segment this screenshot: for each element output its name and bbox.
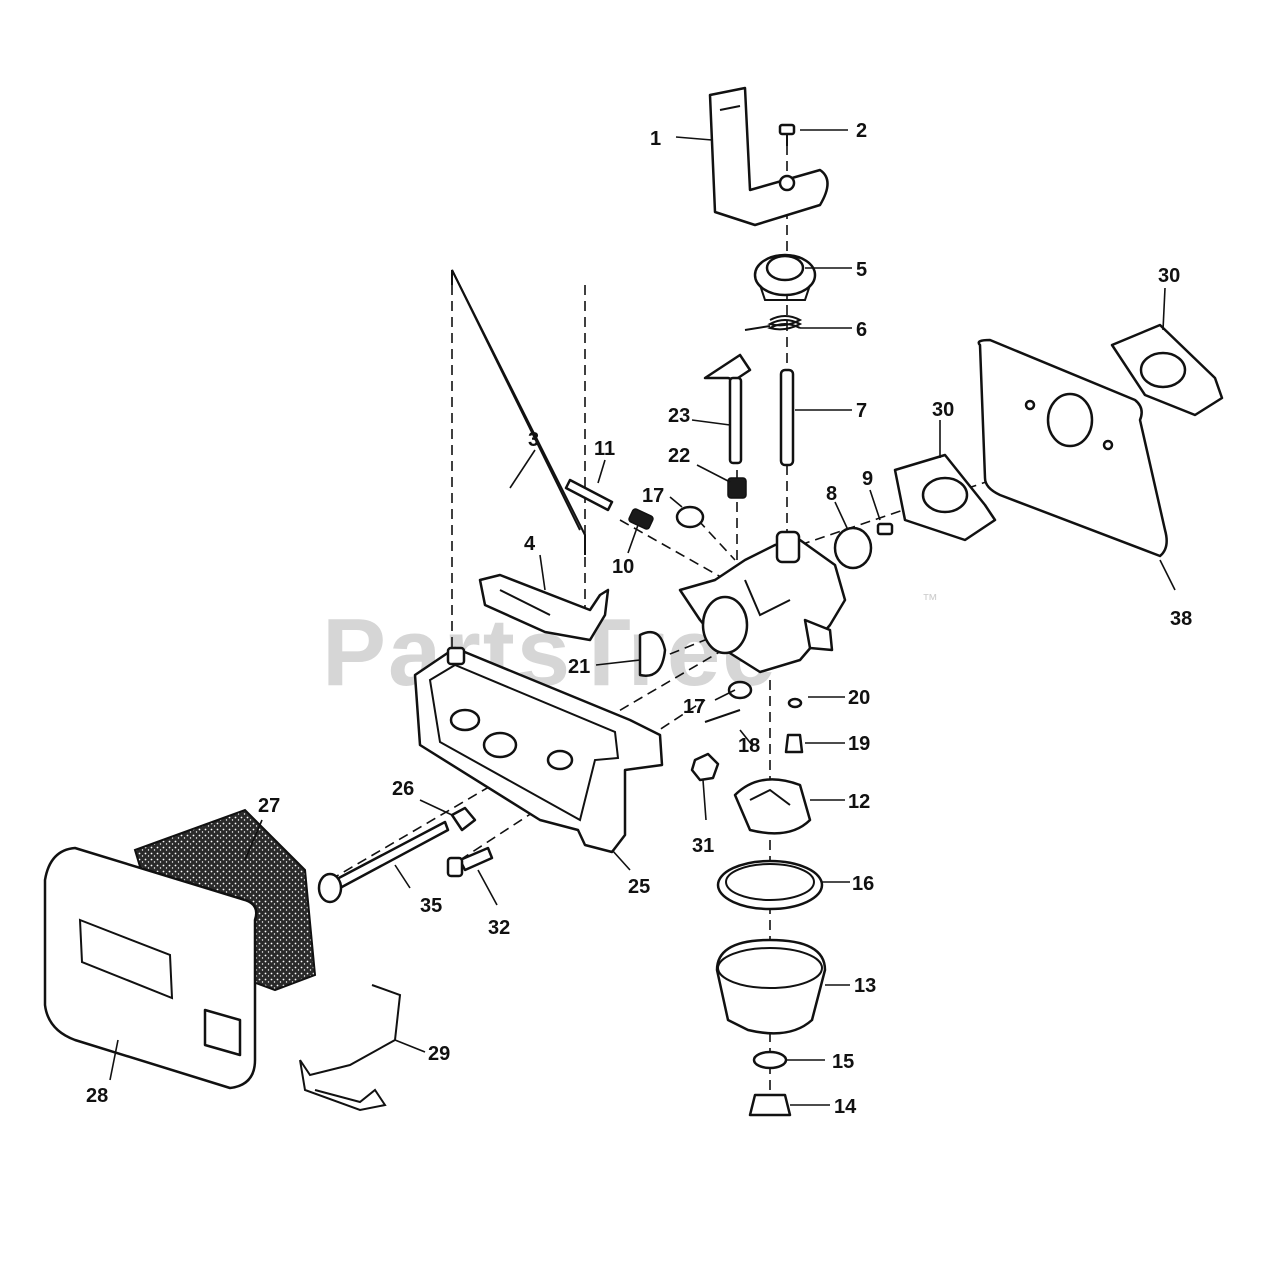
part-9-screw: [876, 522, 894, 536]
callout-17-upper: 17: [642, 485, 664, 507]
part-20-washer: [787, 697, 803, 709]
part-21-plate: [638, 630, 667, 677]
callout-7: 7: [856, 400, 867, 422]
part-38-plate: [977, 338, 1168, 558]
part-11-screw: [564, 478, 614, 512]
callout-19: 19: [848, 733, 870, 755]
callout-26: 26: [392, 778, 414, 800]
part-12-float: [733, 778, 812, 835]
callout-17-lower: 17: [683, 696, 705, 718]
callout-4: 4: [524, 533, 536, 555]
callout-10: 10: [612, 556, 634, 578]
part-25-filter-base: [413, 646, 664, 854]
callout-16: 16: [852, 873, 874, 895]
callout-5: 5: [856, 259, 867, 281]
part-2-screw: [778, 123, 796, 146]
callout-14: 14: [834, 1096, 857, 1118]
part-17-plug-upper: [675, 505, 705, 529]
part-30-gasket-front: [893, 453, 997, 542]
part-3-wire-link: [451, 269, 586, 555]
part-19-valve: [784, 733, 804, 754]
callout-21: 21: [568, 656, 590, 678]
part-31-nut: [690, 752, 720, 782]
callout-15: 15: [832, 1051, 854, 1073]
callout-28: 28: [86, 1085, 108, 1107]
callout-38: 38: [1170, 608, 1192, 630]
part-7-shaft: [779, 368, 795, 467]
callout-9: 9: [862, 468, 873, 490]
part-4-bracket: [478, 573, 610, 642]
part-1-choke-plate: [708, 86, 829, 227]
part-6-spring: [744, 315, 803, 331]
callout-29: 29: [428, 1043, 450, 1065]
callout-leaders: [109, 129, 1176, 1106]
callout-3: 3: [528, 429, 539, 451]
callout-13: 13: [854, 975, 876, 997]
part-22-spring: [727, 477, 747, 499]
part-35-bolt: [317, 820, 450, 904]
callout-12: 12: [848, 791, 870, 813]
callout-27: 27: [258, 795, 280, 817]
callout-numbers: 1 2 3 4 5 6 7 8 9 10 11 12 13 14 15 16 1…: [86, 120, 1192, 1118]
callout-30-rear: 30: [1158, 265, 1180, 287]
part-14-nut: [748, 1093, 792, 1117]
part-8-plate: [833, 526, 873, 570]
part-29-clip: [299, 984, 402, 1112]
callout-23: 23: [668, 405, 690, 427]
part-5-gear: [753, 253, 817, 301]
callout-25: 25: [628, 876, 650, 898]
part-30-gasket-rear: [1110, 323, 1224, 417]
trademark-symbol: ™: [922, 592, 938, 609]
part-17-plug-lower: [727, 680, 753, 700]
callout-20: 20: [848, 687, 870, 709]
part-32-bolt: [446, 846, 494, 878]
callout-35: 35: [420, 895, 442, 917]
callout-11: 11: [594, 438, 615, 460]
callout-22: 22: [668, 445, 690, 467]
part-10-spring: [628, 508, 654, 530]
callout-2: 2: [856, 120, 867, 142]
callout-30-front: 30: [932, 399, 954, 421]
part-16-ring: [716, 859, 824, 911]
part-carburetor-body: [678, 530, 847, 674]
part-15-washer: [752, 1050, 788, 1070]
callout-32: 32: [488, 917, 510, 939]
part-13-bowl: [715, 938, 827, 1035]
callout-31: 31: [692, 835, 714, 857]
part-18-pin: [704, 709, 741, 723]
callout-18: 18: [738, 735, 760, 757]
callout-8: 8: [826, 483, 837, 505]
part-26-spacer: [450, 806, 477, 832]
callout-1: 1: [650, 128, 661, 150]
part-28-filter-cover: [43, 846, 258, 1090]
callout-6: 6: [856, 319, 867, 341]
part-23-throttle-shaft: [703, 353, 752, 465]
